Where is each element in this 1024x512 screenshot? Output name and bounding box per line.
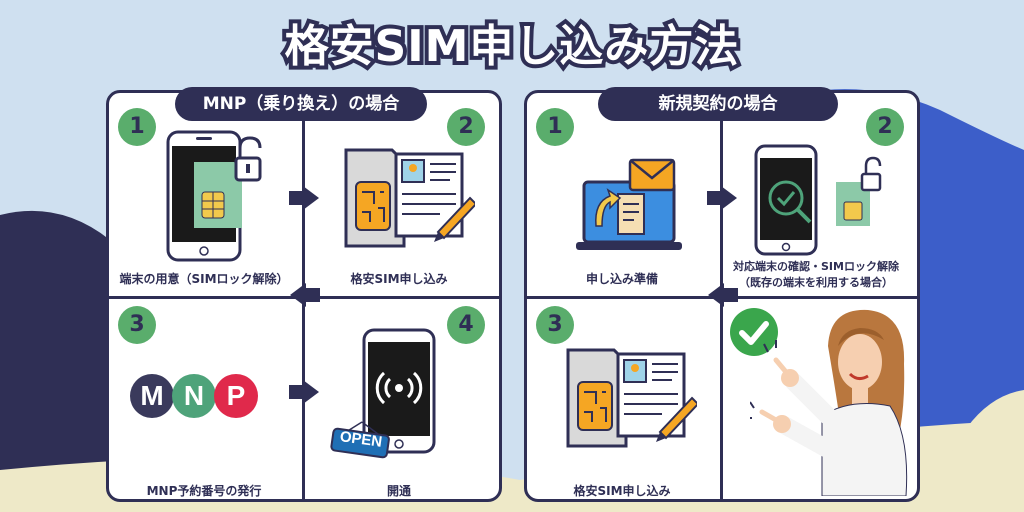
arrow-down-left-icon bbox=[290, 283, 320, 307]
mnp-logo-p: P bbox=[214, 374, 258, 418]
step-number-badge: 2 bbox=[447, 108, 485, 146]
mnp-logo-n: N bbox=[172, 374, 216, 418]
unlock-icon bbox=[234, 136, 262, 182]
pen-icon bbox=[656, 396, 697, 442]
arrow-right-icon bbox=[289, 380, 319, 404]
step-caption: MNP予約番号の発行 bbox=[146, 484, 262, 498]
envelope-icon bbox=[628, 158, 676, 192]
step-number-badge: 3 bbox=[118, 306, 156, 344]
contract-document-icon bbox=[566, 348, 697, 448]
step-caption: 格安SIM申し込み bbox=[350, 272, 448, 286]
smartphone-icon bbox=[166, 130, 262, 262]
laptop-icon bbox=[576, 158, 682, 250]
step-number-badge: 3 bbox=[536, 306, 574, 344]
nfc-signal-icon bbox=[362, 328, 436, 454]
step-number-badge: 2 bbox=[866, 108, 904, 146]
mnp-logo-m: M bbox=[130, 374, 174, 418]
unlock-icon bbox=[860, 156, 882, 192]
check-circle-icon bbox=[730, 308, 778, 356]
sim-card-icon bbox=[194, 162, 242, 228]
woman-pointing-illustration bbox=[750, 309, 908, 496]
open-sign bbox=[330, 421, 390, 459]
step-caption-line1: 対応端末の確認・SIMロック解除 bbox=[733, 260, 899, 273]
step-caption: 格安SIM申し込み bbox=[573, 484, 671, 498]
pen-icon bbox=[434, 196, 475, 242]
arrow-down-left-icon bbox=[708, 283, 738, 307]
step-number-badge: 4 bbox=[447, 306, 485, 344]
mnp-section-heading: MNP（乗り換え）の場合 bbox=[175, 87, 427, 121]
contract-document-icon bbox=[344, 148, 475, 248]
arrow-right-icon bbox=[707, 186, 737, 210]
arrow-right-icon bbox=[289, 186, 319, 210]
step-caption: 申し込み準備 bbox=[585, 272, 658, 286]
step-caption-line2: （既存の端末を利用する場合） bbox=[739, 276, 893, 289]
step-caption: 端末の用意（SIMロック解除） bbox=[119, 272, 289, 286]
new-contract-section-heading: 新規契約の場合 bbox=[598, 87, 838, 121]
page-title: 格安SIM申し込み方法 bbox=[281, 17, 743, 76]
step-number-badge: 1 bbox=[118, 108, 156, 146]
step-caption: 開通 bbox=[386, 484, 411, 498]
sim-card-icon bbox=[836, 182, 870, 226]
step-number-badge: 1 bbox=[536, 108, 574, 146]
magnifier-check-icon bbox=[754, 144, 882, 256]
